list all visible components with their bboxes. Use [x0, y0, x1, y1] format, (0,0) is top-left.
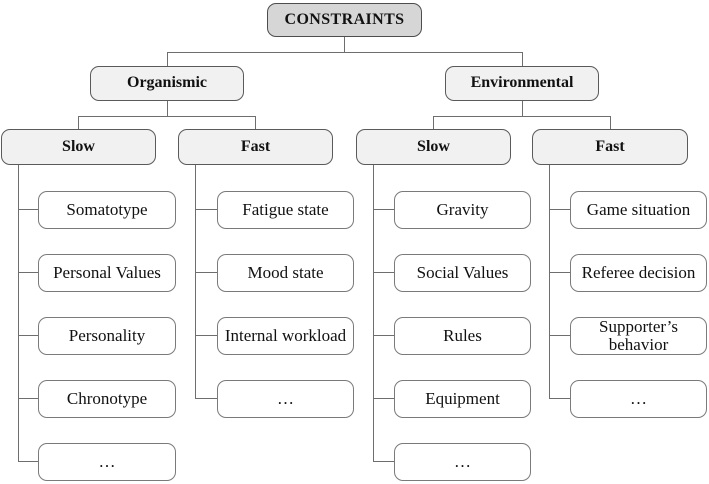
node-chronotype: Chronotype — [38, 380, 176, 418]
connector-line — [167, 101, 168, 116]
connector-line — [195, 209, 217, 210]
node-supporters-behavior: Supporter’s behavior — [570, 317, 707, 355]
connector-line — [78, 116, 256, 117]
node-rules: Rules — [394, 317, 531, 355]
connector-line — [195, 272, 217, 273]
connector-line — [255, 116, 256, 129]
node-social-values: Social Values — [394, 254, 531, 292]
connector-line — [195, 335, 217, 336]
connector-line — [610, 116, 611, 129]
connector-line — [18, 461, 38, 462]
node-game-situation: Game situation — [570, 191, 707, 229]
node-environmental-slow-more: … — [394, 443, 531, 481]
connector-line — [549, 398, 570, 399]
connector-line — [373, 164, 374, 462]
node-environmental-fast-more: … — [570, 380, 707, 418]
connector-line — [433, 116, 434, 129]
node-referee-decision: Referee decision — [570, 254, 707, 292]
node-organismic-fast: Fast — [178, 129, 333, 165]
node-equipment: Equipment — [394, 380, 531, 418]
node-organismic-fast-more: … — [217, 380, 354, 418]
connector-line — [18, 335, 38, 336]
node-organismic: Organismic — [90, 66, 244, 101]
node-fatigue-state: Fatigue state — [217, 191, 354, 229]
connector-line — [373, 272, 394, 273]
connector-line — [522, 52, 523, 66]
connector-line — [522, 101, 523, 116]
connector-line — [549, 164, 550, 399]
connector-line — [18, 398, 38, 399]
connector-line — [373, 209, 394, 210]
node-internal-workload: Internal workload — [217, 317, 354, 355]
connector-line — [167, 52, 523, 53]
connector-line — [78, 116, 79, 129]
connector-line — [373, 335, 394, 336]
connector-line — [549, 209, 570, 210]
connector-line — [433, 116, 611, 117]
node-personal-values: Personal Values — [38, 254, 176, 292]
node-mood-state: Mood state — [217, 254, 354, 292]
node-gravity: Gravity — [394, 191, 531, 229]
connector-line — [18, 209, 38, 210]
node-environmental-fast: Fast — [532, 129, 688, 165]
node-environmental: Environmental — [445, 66, 599, 101]
node-organismic-slow: Slow — [1, 129, 156, 165]
node-organismic-slow-more: … — [38, 443, 176, 481]
connector-line — [373, 398, 394, 399]
connector-line — [18, 164, 19, 462]
connector-line — [18, 272, 38, 273]
connector-line — [195, 398, 217, 399]
connector-line — [195, 164, 196, 399]
connector-line — [373, 461, 394, 462]
connector-line — [344, 37, 345, 52]
connector-line — [167, 52, 168, 66]
node-personality: Personality — [38, 317, 176, 355]
connector-line — [549, 272, 570, 273]
connector-line — [549, 335, 570, 336]
node-somatotype: Somatotype — [38, 191, 176, 229]
node-environmental-slow: Slow — [356, 129, 511, 165]
node-constraints: CONSTRAINTS — [267, 3, 422, 37]
